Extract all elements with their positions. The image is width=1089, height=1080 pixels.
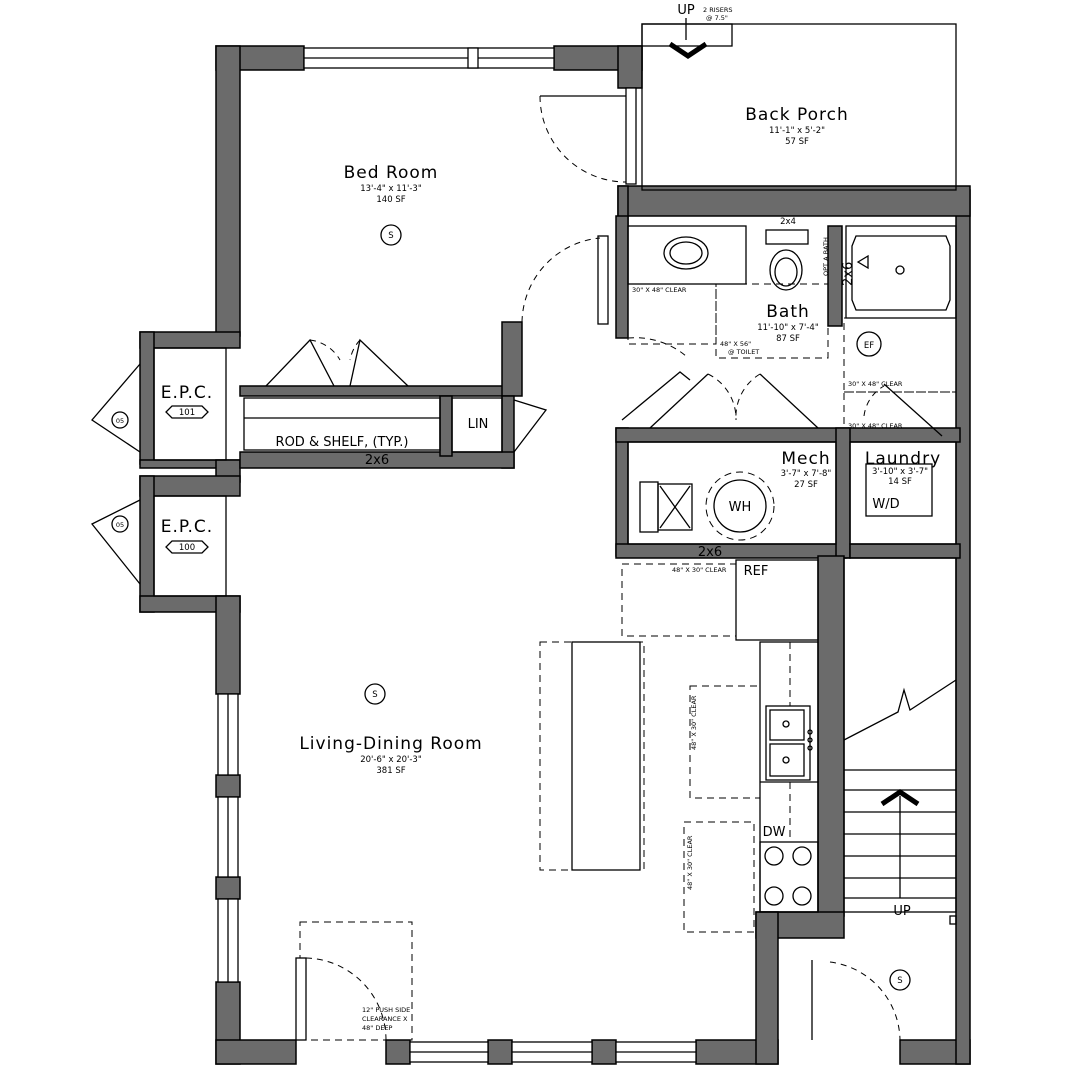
- living-dims: 20'-6" x 20'-3": [360, 755, 422, 765]
- living-name: Living-Dining Room: [299, 734, 482, 754]
- epc-closet-101: E.P.C. 101 05: [91, 347, 227, 461]
- bath-area: 87 SF: [776, 334, 800, 344]
- wall-2x6-bath-label: 2x6: [841, 262, 856, 286]
- water-heater-icon: WH: [705, 471, 775, 541]
- svg-text:S: S: [897, 976, 902, 986]
- epc-101-tag: 05: [116, 417, 124, 425]
- walls: [139, 45, 971, 1065]
- exhaust-fan-icon: EF: [856, 331, 882, 357]
- kitchen: REF 48" X 30" CLEAR DW 48" X 30" CLEAR 4…: [539, 559, 819, 933]
- bath: 30" X 48" CLEAR 48" X 56" @ TOILET 2x4 O…: [621, 217, 957, 437]
- smoke-detector-icon: S: [364, 683, 386, 705]
- toilet-clearance-1: 48" X 56": [720, 340, 751, 348]
- mech-area: 27 SF: [794, 480, 818, 490]
- svg-text:S: S: [372, 690, 377, 700]
- smoke-detector-icon: S: [889, 969, 911, 991]
- bath-name: Bath: [766, 302, 810, 322]
- wall-2x6-label: 2x6: [365, 453, 389, 468]
- epc-100-label: E.P.C.: [161, 517, 213, 537]
- svg-text:S: S: [388, 231, 393, 241]
- epc-closet-100: E.P.C. 100 05: [90, 495, 227, 597]
- tub-clearance-2: 30" X 48" CLEAR: [848, 422, 903, 430]
- back-porch-dims: 11'-1" x 5'-2": [769, 126, 825, 136]
- laundry-area: 14 SF: [888, 477, 912, 487]
- bed-room-dims: 13'-4" x 11'-3": [360, 184, 422, 194]
- door-clearance-2: CLEARANCE X: [362, 1015, 408, 1023]
- sink-clearance: 30" X 48" CLEAR: [632, 286, 687, 294]
- mech-name: Mech: [781, 449, 830, 469]
- opt-a-bath-label: OPT A BATH: [822, 237, 830, 276]
- svg-text:WH: WH: [729, 500, 752, 515]
- laundry-room: Laundry 3'-10" x 3'-7" 14 SF W/D: [849, 441, 957, 545]
- tub-clearance-1: 30" X 48" CLEAR: [848, 380, 903, 388]
- stair-main-up: UP: [893, 904, 911, 919]
- ref-label: REF: [744, 564, 769, 579]
- back-porch-name: Back Porch: [745, 105, 848, 125]
- linen-label: LIN: [468, 417, 489, 432]
- door-clearance-1: 12" PUSH SIDE: [362, 1006, 410, 1014]
- bed-room-name: Bed Room: [344, 163, 439, 183]
- washer-dryer-label: W/D: [872, 497, 899, 512]
- kitchen-clearance-2: 48" X 30" CLEAR: [686, 835, 694, 890]
- epc-101-number: 101: [179, 408, 195, 418]
- bath-dims: 11'-10" x 7'-4": [757, 323, 819, 333]
- living-dining-room: S Living-Dining Room 20'-6" x 20'-3" 381…: [295, 683, 482, 1041]
- epc-100-tag: 05: [116, 521, 124, 529]
- bed-room: Bed Room 13'-4" x 11'-3" 140 SF S ROD & …: [243, 87, 637, 468]
- wall-2x6-mech-label: 2x6: [698, 545, 722, 560]
- back-porch-area: 57 SF: [785, 137, 809, 147]
- epc-100-number: 100: [179, 543, 195, 553]
- wall-2x4-label: 2x4: [780, 217, 796, 227]
- living-area: 381 SF: [376, 766, 405, 776]
- stair-top-up: UP: [677, 3, 695, 18]
- laundry-dims: 3'-10" x 3'-7": [872, 467, 928, 477]
- dw-label: DW: [763, 825, 786, 840]
- toilet-clearance-2: @ TOILET: [728, 348, 759, 356]
- stair-top-note2: @ 7.5": [706, 14, 728, 22]
- stair-top-note1: 2 RISERS: [703, 6, 733, 14]
- stair: UP S: [811, 557, 957, 1041]
- epc-101-label: E.P.C.: [161, 383, 213, 403]
- mech-room: Mech 3'-7" x 7'-8" 27 SF WH 2x6: [627, 441, 837, 560]
- mech-dims: 3'-7" x 7'-8": [781, 469, 832, 479]
- back-porch: Back Porch 11'-1" x 5'-2" 57 SF UP 2 RIS…: [641, 3, 957, 191]
- svg-text:EF: EF: [864, 341, 874, 351]
- bed-room-area: 140 SF: [376, 195, 405, 205]
- laundry-name: Laundry: [865, 449, 941, 469]
- kitchen-clearance-1: 48" X 30" CLEAR: [690, 695, 698, 750]
- smoke-detector-icon: S: [380, 224, 402, 246]
- door-clearance-3: 48" DEEP: [362, 1024, 393, 1032]
- ref-clearance: 48" X 30" CLEAR: [672, 566, 727, 574]
- rod-shelf-label: ROD & SHELF, (TYP.): [276, 435, 409, 450]
